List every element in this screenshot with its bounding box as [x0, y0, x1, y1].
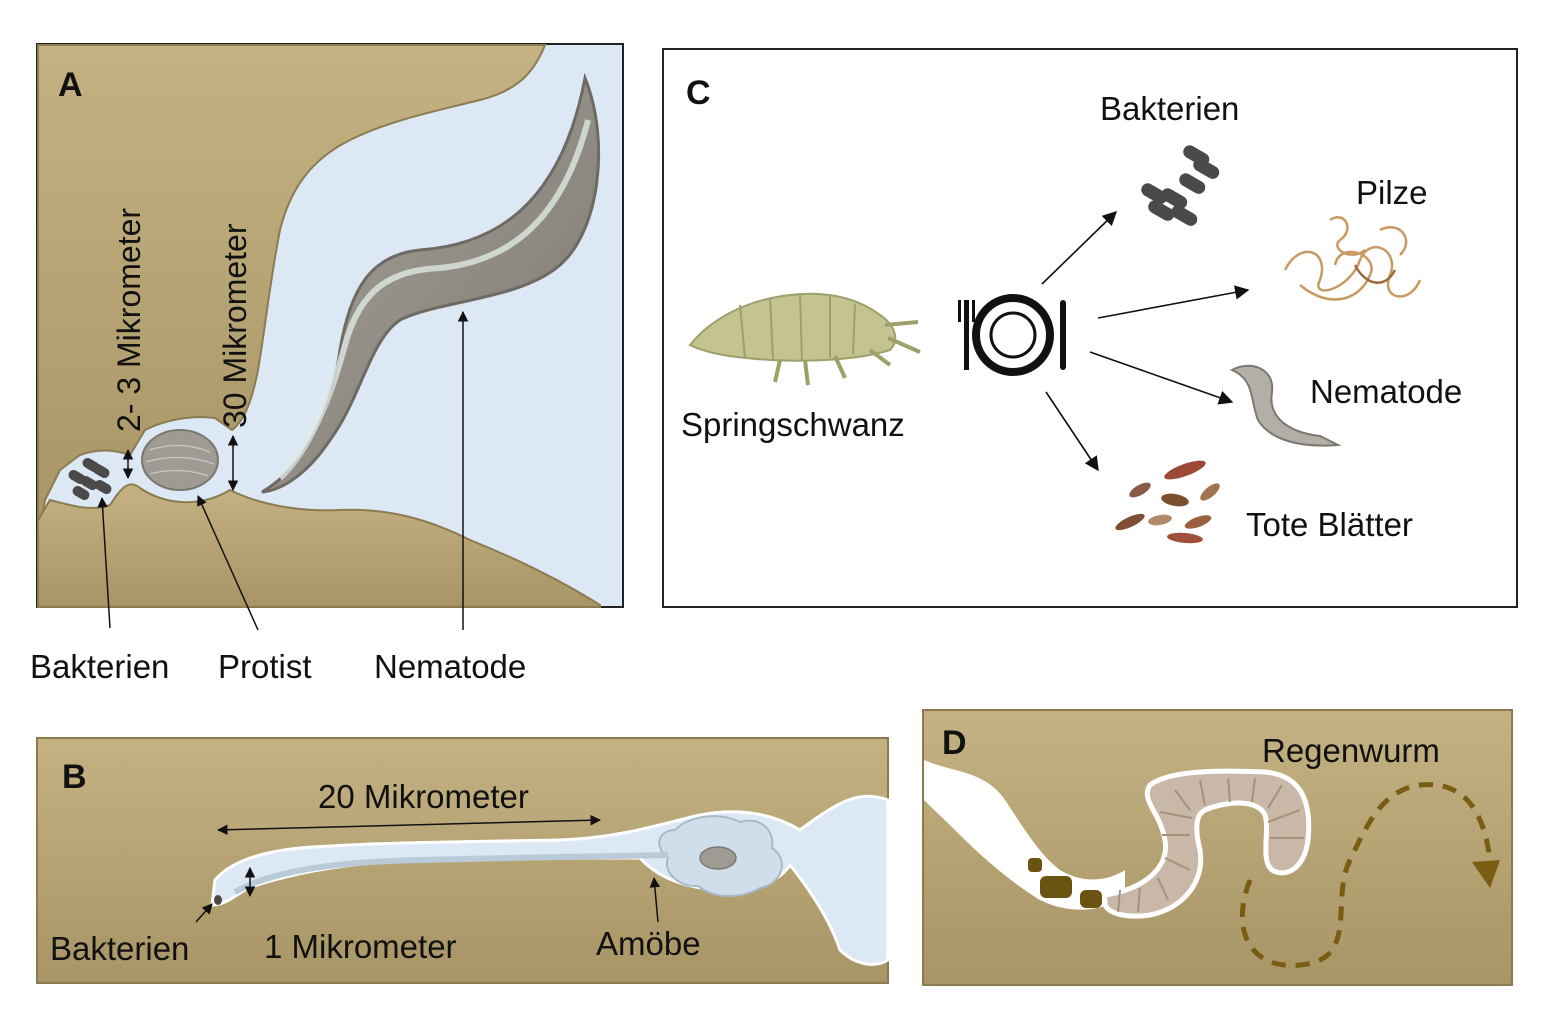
measure-length-label: 20 Mikrometer [318, 778, 529, 815]
nematode-body [261, 72, 601, 494]
pointer-bacteria-b [195, 903, 213, 923]
measure-small-label: 2- 3 Mikrometer [111, 208, 147, 432]
plate-icon [958, 294, 1066, 376]
protist-texture [145, 444, 215, 477]
amoeba-pseudopod [233, 852, 669, 895]
springtail-icon [688, 292, 921, 386]
fungi-icon [1283, 216, 1422, 301]
panel-a: A 2- 3 Mikrometer 30 Mikrometer Bakterie… [30, 43, 624, 685]
soil-aggregate-lower [37, 483, 601, 608]
amoeba-nucleus [699, 846, 737, 870]
soil-aggregate-upper [37, 44, 547, 541]
panel-d: D Regenwurm [922, 709, 1513, 986]
arrow-to-nematode [1089, 351, 1234, 405]
movement-trail [1239, 782, 1493, 968]
casting-1 [1040, 876, 1072, 898]
casting-3 [1028, 858, 1042, 872]
earthworm-body [1102, 768, 1312, 919]
label-springtail: Springschwanz [681, 406, 905, 443]
panel-d-letter: D [942, 724, 967, 762]
arrow-to-leaves [1045, 391, 1099, 472]
measure-width-label: 1 Mikrometer [264, 928, 457, 965]
panel-c-letter: C [686, 74, 711, 112]
pointer-amoeba [649, 876, 661, 923]
label-nematode-c: Nematode [1310, 373, 1462, 410]
panel-b-letter: B [62, 758, 87, 796]
label-nematode-a: Nematode [374, 648, 526, 685]
label-fungi: Pilze [1356, 174, 1428, 211]
dead-leaves-icon [1115, 460, 1220, 544]
earthworm-segments [1117, 777, 1304, 913]
bacterium-b [214, 895, 222, 905]
label-protist: Protist [218, 648, 312, 685]
panel-a-letter: A [58, 66, 83, 104]
label-bacteria-b: Bakterien [50, 930, 189, 967]
label-earthworm: Regenwurm [1262, 732, 1440, 769]
arrow-to-bacteria [1041, 210, 1118, 285]
label-dead-leaves: Tote Blätter [1246, 506, 1413, 543]
measure-length-arrow [216, 814, 602, 836]
pointer-bacteria-a [97, 496, 111, 629]
label-bacteria-a: Bakterien [30, 648, 169, 685]
panel-b: B 20 Mikrometer Bakterien 1 Mikrometer A… [36, 737, 890, 984]
trail-arrowhead [1472, 860, 1500, 888]
panel-c: C Springschwanz Bakterien Pilze Nematode… [662, 48, 1518, 608]
measure-large-label: 30 Mikrometer [217, 223, 253, 428]
burrow-channel [924, 760, 1125, 910]
bacteria-cluster-a [68, 458, 112, 500]
label-bacteria-c: Bakterien [1100, 90, 1239, 127]
protist-cell [141, 429, 219, 491]
label-amoeba: Amöbe [596, 925, 701, 962]
bacteria-cluster-c [1141, 145, 1220, 226]
arrow-to-fungi [1097, 285, 1250, 319]
pointer-protist [197, 495, 259, 631]
nematode-icon [1229, 364, 1342, 447]
nematode-highlight [277, 119, 591, 481]
casting-2 [1080, 890, 1102, 908]
